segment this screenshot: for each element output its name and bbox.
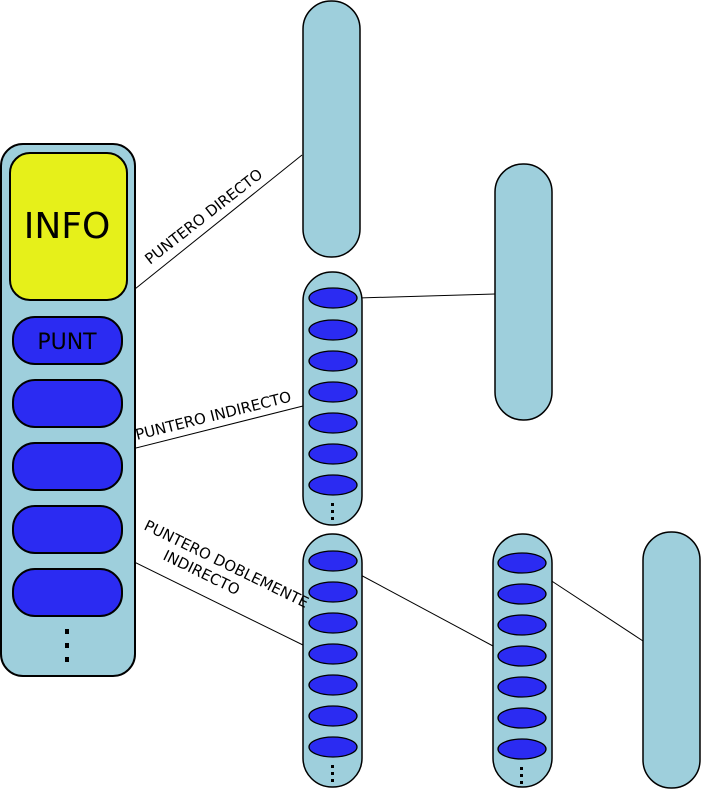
double-level1-ellipsis [331, 765, 334, 782]
block-pointer [308, 474, 358, 496]
double-level1-pointers [308, 550, 358, 758]
block-pointer [308, 705, 358, 727]
indirect-block-ellipsis [331, 503, 334, 520]
double-indirect-pointer-line [115, 552, 306, 647]
pointer-slot [12, 505, 123, 554]
block-pointer [497, 614, 547, 636]
indirect-pointer-line [123, 404, 308, 452]
block-pointer [497, 738, 547, 760]
block-pointer [308, 550, 358, 572]
direct-pointer-label: PUNTERO DIRECTO [141, 165, 266, 268]
info-box [9, 152, 128, 301]
block-pointer [308, 350, 358, 372]
block-pointer [308, 412, 358, 434]
pointer-slot [12, 568, 123, 617]
indirect-to-block-line [357, 293, 496, 299]
double-level2-ellipsis [520, 767, 523, 784]
block-pointer [497, 645, 547, 667]
block-pointer [308, 643, 358, 665]
info-label: INFO [24, 206, 111, 247]
punt-slot [12, 316, 123, 365]
indirect-block-pointers [308, 287, 358, 496]
pointer-slot [12, 442, 123, 491]
block-pointer [308, 674, 358, 696]
block-pointer [308, 581, 358, 603]
inode-ellipsis [65, 629, 69, 662]
direct-data-block [302, 0, 361, 258]
pointer-slot [12, 379, 123, 428]
block-pointer [497, 552, 547, 574]
block-pointer [497, 583, 547, 605]
punt-label: PUNT [37, 330, 97, 355]
block-pointer [308, 319, 358, 341]
block-pointer [308, 443, 358, 465]
indirect-data-block [494, 163, 553, 421]
block-pointer [308, 381, 358, 403]
double-level1-line [354, 571, 494, 647]
block-pointer [497, 676, 547, 698]
block-pointer [497, 707, 547, 729]
double-level2-line [540, 573, 644, 642]
block-pointer [308, 612, 358, 634]
double-level2-pointers [497, 552, 547, 760]
double-indirect-data-block [642, 531, 701, 789]
block-pointer [308, 287, 358, 309]
indirect-pointer-label: PUNTERO INDIRECTO [134, 388, 293, 444]
block-pointer [308, 736, 358, 758]
